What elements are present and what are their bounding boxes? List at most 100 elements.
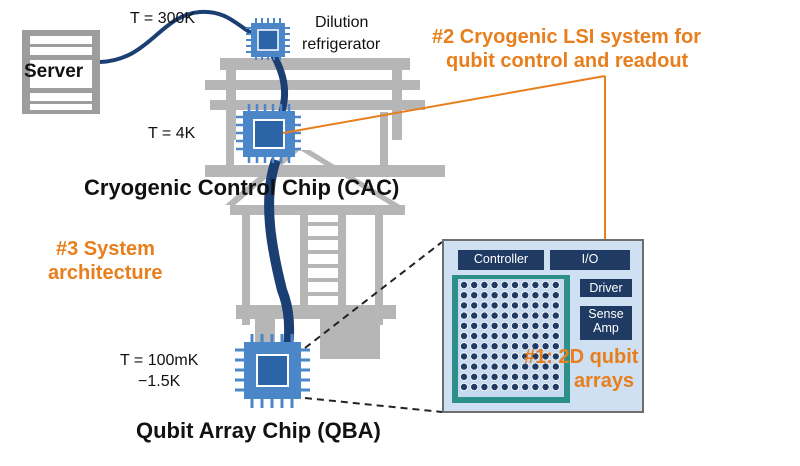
qubit-dot (551, 301, 560, 310)
server-icon (22, 30, 100, 114)
qubit-dot (500, 342, 509, 351)
qubit-dot (521, 382, 530, 391)
qubit-dot (521, 342, 530, 351)
qubit-dot (551, 372, 560, 381)
qubit-dot (510, 280, 519, 289)
qubit-dot (470, 331, 479, 340)
qba-chip-label: Qubit Array Chip (QBA) (136, 418, 381, 443)
qubit-dot (459, 352, 468, 361)
qubit-dot (470, 311, 479, 320)
qubit-dot (510, 301, 519, 310)
qubit-dot (459, 291, 468, 300)
qubit-dot (459, 311, 468, 320)
qubit-dot (470, 372, 479, 381)
qubit-dot (521, 301, 530, 310)
io-label: I/O (581, 252, 599, 266)
qubit-dot (541, 352, 550, 361)
qubit-dot (470, 352, 479, 361)
qubit-dot (480, 372, 489, 381)
qubit-dot (490, 382, 499, 391)
qubit-dot (531, 362, 540, 371)
qubit-dot (490, 291, 499, 300)
qubit-dot (510, 291, 519, 300)
qubit-dot (480, 331, 489, 340)
temp-300k-label: T = 300K (130, 10, 196, 27)
temp-4k-label: T = 4K (148, 125, 196, 142)
qubit-dot (470, 280, 479, 289)
dilution-label-line2: refrigerator (302, 36, 381, 53)
qubit-dot (551, 362, 560, 371)
qubit-dot (541, 331, 550, 340)
qubit-dot (551, 321, 560, 330)
qubit-dot (459, 342, 468, 351)
qubit-dot (500, 301, 509, 310)
qubit-dot (490, 280, 499, 289)
qubit-dot (490, 362, 499, 371)
qubit-dot (541, 301, 550, 310)
qubit-dot (531, 311, 540, 320)
qubit-dot (541, 362, 550, 371)
qubit-dot (480, 362, 489, 371)
zoom-lines (304, 241, 443, 413)
arch-callout-line2: architecture (48, 262, 163, 284)
qubit-dot (531, 382, 540, 391)
qubit-dot (551, 280, 560, 289)
qubit-callout-line2: arrays (574, 370, 635, 392)
qubit-dot (521, 311, 530, 320)
dilution-label-line1: Dilution (315, 14, 369, 31)
cable-server-to-refrigerator (99, 9, 259, 64)
qubit-dot (490, 352, 499, 361)
qubit-dot (531, 372, 540, 381)
lsi-callout-line1: #2 Cryogenic LSI system for (432, 26, 701, 48)
qubit-dot (459, 280, 468, 289)
qubit-dot (459, 362, 468, 371)
qubit-dot (480, 280, 489, 289)
qubit-dot (459, 321, 468, 330)
qubit-dot (551, 382, 560, 391)
qubit-dot (459, 382, 468, 391)
qubit-dot (541, 342, 550, 351)
qubit-dot (470, 321, 479, 330)
qubit-dot (541, 382, 550, 391)
qubit-dot (531, 280, 540, 289)
qubit-dot (521, 280, 530, 289)
qubit-dot (490, 311, 499, 320)
server-label: Server (24, 61, 84, 82)
qubit-dot (541, 372, 550, 381)
qubit-dot (490, 331, 499, 340)
qubit-dot (459, 372, 468, 381)
sense-amp-label-line2: Amp (593, 321, 619, 335)
qubit-dot (490, 321, 499, 330)
chip-icon-refrigerator (246, 18, 290, 60)
qubit-dot (490, 372, 499, 381)
controller-block (458, 250, 544, 270)
qubit-dot (551, 331, 560, 340)
qubit-dot (459, 301, 468, 310)
qubit-dot (521, 352, 530, 361)
qubit-dot (490, 342, 499, 351)
arch-callout-line1: #3 System (56, 238, 155, 260)
qubit-dot (480, 382, 489, 391)
driver-block (580, 279, 632, 297)
qubit-dot (531, 331, 540, 340)
qubit-dot (541, 311, 550, 320)
qubit-dot (480, 321, 489, 330)
qubit-dot (500, 331, 509, 340)
cable-cac-to-qba (264, 158, 295, 351)
qubit-dot (480, 352, 489, 361)
qubit-dot (541, 291, 550, 300)
qubit-dot (480, 301, 489, 310)
qubit-dot (521, 291, 530, 300)
qubit-dot (510, 372, 519, 381)
qubit-dot (521, 362, 530, 371)
qubit-dot (500, 362, 509, 371)
qubit-dot (521, 372, 530, 381)
temp-1-5k-label: −1.5K (138, 373, 181, 390)
qubit-dot (490, 301, 499, 310)
qubit-dot (470, 291, 479, 300)
qubit-dot (470, 382, 479, 391)
qubit-dot (459, 331, 468, 340)
driver-label: Driver (589, 281, 623, 295)
qubit-dot (500, 382, 509, 391)
